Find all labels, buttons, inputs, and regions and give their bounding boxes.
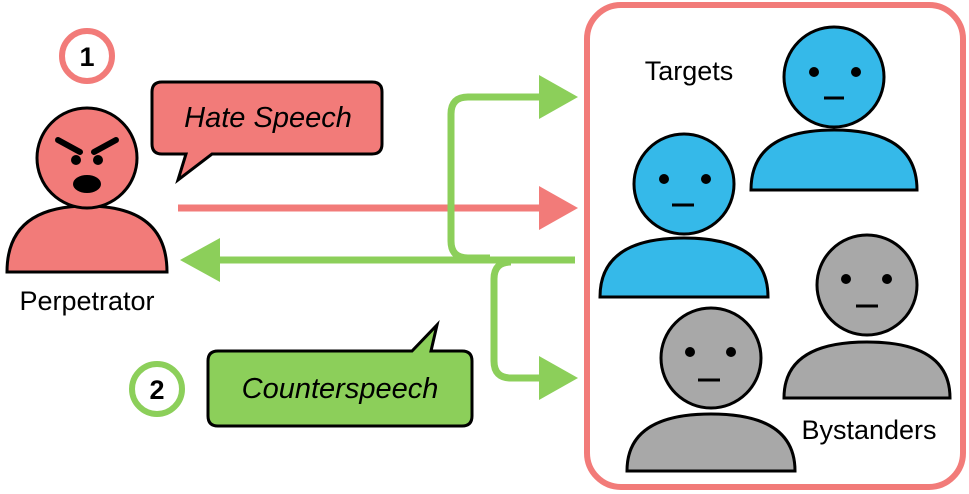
bystanders-label: Bystanders [801, 415, 936, 445]
target-person-2 [598, 132, 770, 299]
neutral-face-icon [841, 274, 892, 308]
perpetrator-figure [5, 106, 169, 274]
step-1-badge: 1 [59, 28, 115, 84]
hate-speech-bubble: Hate Speech [150, 80, 384, 185]
counterspeech-arrows [214, 93, 575, 382]
perpetrator-label: Perpetrator [19, 286, 154, 316]
arrow-to-targets-icon [539, 75, 578, 119]
neutral-face-icon [809, 67, 861, 100]
perpetrator-body [5, 204, 169, 274]
arrow-to-perpetrator-icon [180, 238, 220, 282]
step-2-badge: 2 [129, 361, 185, 417]
targets-label: Targets [645, 56, 734, 86]
neutral-face-icon [659, 174, 711, 207]
hate-speech-text: Hate Speech [184, 102, 352, 134]
step-1-number: 1 [79, 42, 94, 72]
neutral-face-icon [685, 347, 736, 382]
target-person-1 [749, 25, 919, 192]
counterspeech-arrowheads [180, 75, 578, 400]
counterspeech-bubble: Counterspeech [206, 320, 474, 428]
bystander-person-2 [625, 306, 797, 473]
bystander-person-1 [782, 233, 952, 400]
hate-speech-arrow [178, 186, 578, 230]
arrow-to-bystanders-icon [539, 356, 578, 400]
step-2-number: 2 [149, 375, 164, 405]
angry-face-icon [55, 137, 119, 193]
counterspeech-text: Counterspeech [242, 373, 439, 405]
perpetrator-head [35, 106, 139, 210]
